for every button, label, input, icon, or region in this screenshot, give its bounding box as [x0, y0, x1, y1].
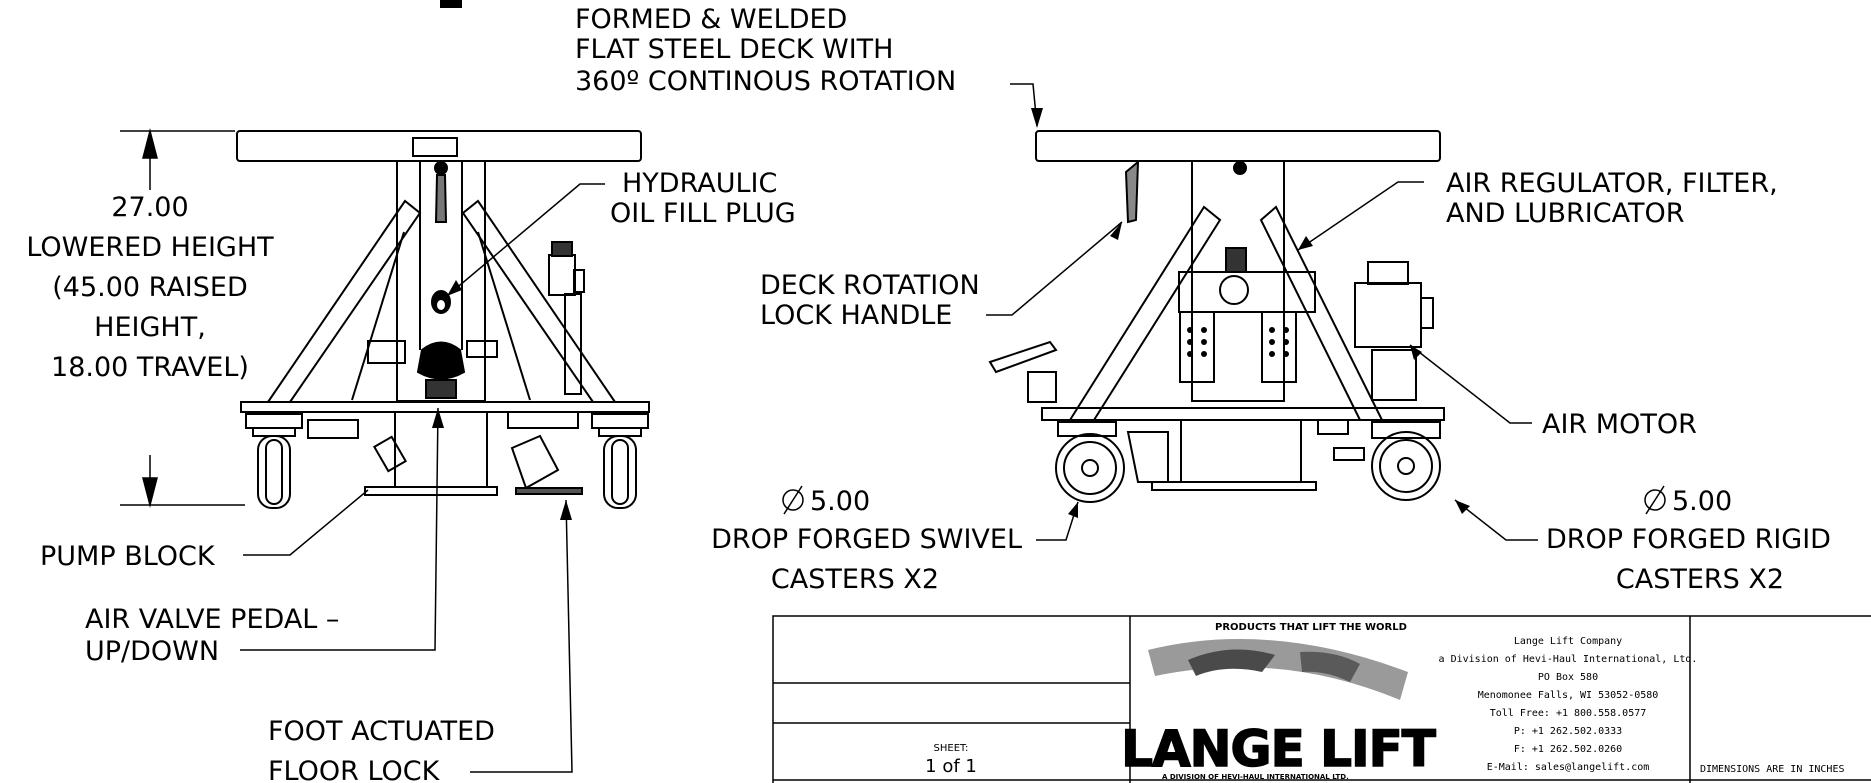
air-valve-label-line1: AIR VALVE PEDAL –	[85, 604, 339, 635]
deck-lock-label-line1: DECK ROTATION	[760, 270, 980, 301]
company-line6: P: +1 262.502.0333	[1514, 726, 1622, 737]
height-label-line5: 18.00 TRAVEL)	[51, 352, 249, 383]
floor-lock-label-line1: FOOT ACTUATED	[268, 716, 495, 747]
lange-lift-logo: PRODUCTS THAT LIFT THE WORLD LANGE LIFT …	[1120, 622, 1437, 781]
title-block-text: SHEET: 1 of 1 PRODUCTS THAT LIFT THE WOR…	[925, 622, 1844, 781]
right-lift-view	[988, 130, 1445, 503]
dimensions-note: DIMENSIONS ARE IN INCHES	[1700, 764, 1845, 775]
air-regulator-label-line1: AIR REGULATOR, FILTER,	[1446, 168, 1778, 199]
swivel-casters-line1: DROP FORGED SWIVEL	[711, 524, 1022, 555]
logo-text: LANGE LIFT	[1121, 720, 1436, 778]
logo-tagline: PRODUCTS THAT LIFT THE WORLD	[1215, 622, 1407, 633]
leader-arrowheads	[432, 108, 1470, 520]
callout-labels: FORMED & WELDED FLAT STEEL DECK WITH 360…	[26, 4, 1831, 783]
diameter-symbol-swivel	[782, 489, 804, 511]
deck-label-line3: 360º CONTINOUS ROTATION	[575, 66, 956, 97]
floor-lock-label-line2: FLOOR LOCK	[268, 756, 441, 783]
company-line5: Toll Free: +1 800.558.0577	[1490, 708, 1647, 719]
company-line8: E-Mail: sales@langelift.com	[1487, 762, 1650, 773]
deck-label-line2: FLAT STEEL DECK WITH	[575, 34, 893, 65]
air-motor-label: AIR MOTOR	[1542, 409, 1697, 440]
top-mark	[440, 0, 462, 8]
height-dimension	[120, 128, 245, 508]
height-label-line1: 27.00	[111, 192, 188, 223]
company-line1: Lange Lift Company	[1514, 636, 1622, 647]
rigid-casters-line1: DROP FORGED RIGID	[1546, 524, 1831, 555]
swivel-diameter: 5.00	[782, 485, 870, 517]
height-label-line3: (45.00 RAISED	[52, 272, 248, 303]
hydraulic-label-line1: HYDRAULIC	[622, 168, 777, 199]
height-label-line4: HEIGHT,	[94, 312, 206, 343]
air-regulator-label-line2: AND LUBRICATOR	[1446, 198, 1684, 229]
deck-label-line1: FORMED & WELDED	[575, 4, 847, 35]
rigid-casters-line2: CASTERS X2	[1616, 564, 1784, 595]
left-lift-view	[236, 130, 650, 509]
rigid-diameter: 5.00	[1644, 485, 1732, 517]
company-line3: PO Box 580	[1538, 672, 1598, 683]
company-line2: a Division of Hevi-Haul International, L…	[1439, 654, 1698, 665]
diameter-symbol-rigid	[1644, 489, 1666, 511]
sheet-value: 1 of 1	[925, 756, 977, 777]
hydraulic-label-line2: OIL FILL PLUG	[610, 198, 796, 229]
logo-division: A DIVISION OF HEVI-HAUL INTERNATIONAL LT…	[1162, 773, 1349, 781]
height-label-line2: LOWERED HEIGHT	[26, 232, 274, 263]
deck-lock-label-line2: LOCK HANDLE	[760, 300, 952, 331]
swivel-diameter-value: 5.00	[810, 486, 870, 517]
sheet-label: SHEET:	[934, 743, 969, 754]
company-line7: F: +1 262.502.0260	[1514, 744, 1622, 755]
title-block	[772, 615, 1871, 783]
rigid-diameter-value: 5.00	[1672, 486, 1732, 517]
company-line4: Menomonee Falls, WI 53052-0580	[1478, 690, 1659, 701]
swivel-casters-line2: CASTERS X2	[771, 564, 939, 595]
pump-block-label: PUMP BLOCK	[40, 541, 216, 572]
air-valve-label-line2: UP/DOWN	[85, 636, 219, 667]
